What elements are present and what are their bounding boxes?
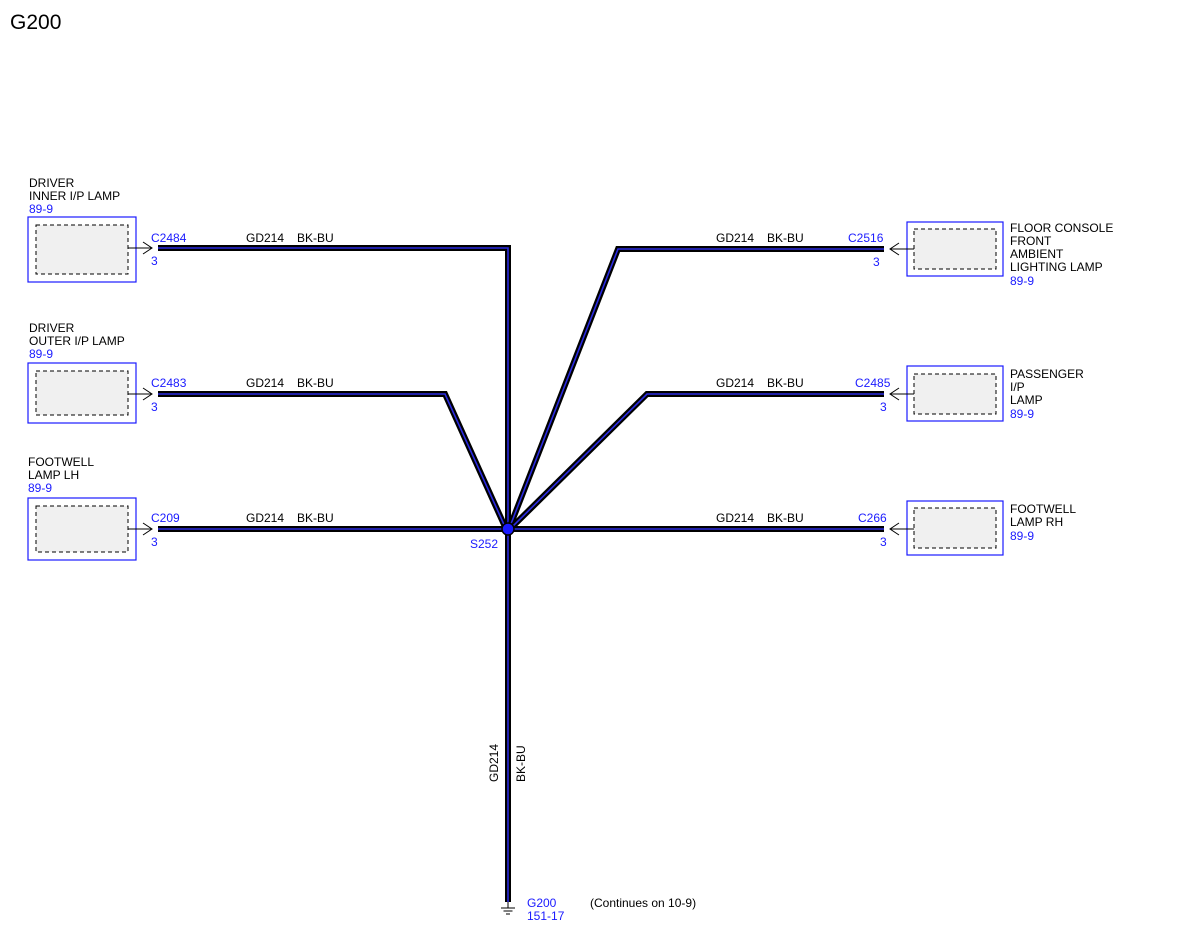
wire-circuit: GD214 xyxy=(716,231,754,245)
connector-id: C266 xyxy=(858,511,887,525)
page-title: G200 xyxy=(10,11,61,34)
component-body xyxy=(913,507,997,549)
splice-label: S252 xyxy=(470,537,498,551)
wire-circuit: GD214 xyxy=(246,376,284,390)
component-body xyxy=(35,370,129,416)
wire-circuit: GD214 xyxy=(716,511,754,525)
component-name: I/P xyxy=(1010,380,1025,394)
wire-color: BK-BU xyxy=(297,511,334,525)
wire-harness xyxy=(158,245,884,902)
connector-id: C2516 xyxy=(848,231,884,245)
component-footwell-lamp-rh: FOOTWELL LAMP RH 89-9 C266 3 GD214 BK-BU xyxy=(716,500,1076,556)
ground-symbol-icon xyxy=(501,902,515,915)
wire-color: BK-BU xyxy=(297,231,334,245)
component-name: LIGHTING LAMP xyxy=(1010,260,1103,274)
wire-floor-console xyxy=(506,246,884,531)
wire-circuit: GD214 xyxy=(246,231,284,245)
component-footwell-lamp-lh: FOOTWELL LAMP LH 89-9 C209 3 GD214 BK-BU xyxy=(27,455,334,561)
pin-arrow-icon xyxy=(889,242,900,256)
component-name: DRIVER xyxy=(29,176,75,190)
wire-passenger-core xyxy=(509,393,884,530)
component-name: LAMP LH xyxy=(28,468,79,482)
wire-passenger xyxy=(507,391,884,532)
component-name: OUTER I/P LAMP xyxy=(29,334,125,348)
component-name: PASSENGER xyxy=(1010,367,1084,381)
wire-floor-console-core xyxy=(508,248,884,530)
component-name: DRIVER xyxy=(29,321,75,335)
component-name: FLOOR CONSOLE xyxy=(1010,221,1113,235)
component-name: AMBIENT xyxy=(1010,247,1064,261)
pin-arrow-icon xyxy=(142,241,153,255)
ground-id: G200 xyxy=(527,896,557,910)
wire-color: BK-BU xyxy=(767,231,804,245)
component-body xyxy=(35,505,129,553)
component-ref: 89-9 xyxy=(29,202,53,216)
pin-number: 3 xyxy=(151,254,158,268)
pin-number: 3 xyxy=(151,400,158,414)
pin-number: 3 xyxy=(873,255,880,269)
pin-number: 3 xyxy=(880,535,887,549)
component-floor-console-ambient-lamp: FLOOR CONSOLE FRONT AMBIENT LIGHTING LAM… xyxy=(716,221,1113,288)
ground-note: (Continues on 10-9) xyxy=(590,896,696,910)
component-name: LAMP RH xyxy=(1010,515,1063,529)
component-name: FOOTWELL xyxy=(1010,502,1076,516)
component-name: FOOTWELL xyxy=(28,455,94,469)
wire-driver-inner-core xyxy=(158,247,509,529)
component-body xyxy=(913,228,997,270)
component-ref: 89-9 xyxy=(1010,529,1034,543)
wire-color: BK-BU xyxy=(767,511,804,525)
pin-number: 3 xyxy=(880,400,887,414)
component-body xyxy=(35,224,129,275)
connector-id: C2485 xyxy=(855,376,891,390)
component-name: INNER I/P LAMP xyxy=(29,189,120,203)
wire-driver-outer-core xyxy=(158,393,507,530)
splice-point xyxy=(501,522,515,536)
connector-id: C209 xyxy=(151,511,180,525)
pin-arrow-icon xyxy=(142,522,153,536)
component-ref: 89-9 xyxy=(1010,407,1034,421)
wire-color: BK-BU xyxy=(297,376,334,390)
component-passenger-ip-lamp: PASSENGER I/P LAMP 89-9 C2485 3 GD214 BK… xyxy=(716,365,1084,422)
component-name: LAMP xyxy=(1010,393,1043,407)
component-driver-outer-ip-lamp: DRIVER OUTER I/P LAMP 89-9 C2483 3 GD214… xyxy=(27,321,334,424)
connector-id: C2484 xyxy=(151,231,187,245)
pin-arrow-icon xyxy=(889,387,900,401)
wire-color-vertical: BK-BU xyxy=(514,745,528,782)
pin-number: 3 xyxy=(151,535,158,549)
wire-circuit: GD214 xyxy=(246,511,284,525)
pin-arrow-icon xyxy=(889,522,900,536)
component-driver-inner-ip-lamp: DRIVER INNER I/P LAMP 89-9 C2484 3 GD214… xyxy=(27,176,334,283)
component-ref: 89-9 xyxy=(1010,274,1034,288)
component-body xyxy=(913,373,997,415)
component-name: FRONT xyxy=(1010,234,1052,248)
wire-circuit-vertical: GD214 xyxy=(487,744,501,782)
pin-arrow-icon xyxy=(142,387,153,401)
wire-circuit: GD214 xyxy=(716,376,754,390)
connector-id: C2483 xyxy=(151,376,187,390)
wire-color: BK-BU xyxy=(767,376,804,390)
ground-ref: 151-17 xyxy=(527,909,565,923)
component-ref: 89-9 xyxy=(29,347,53,361)
component-ref: 89-9 xyxy=(28,481,52,495)
